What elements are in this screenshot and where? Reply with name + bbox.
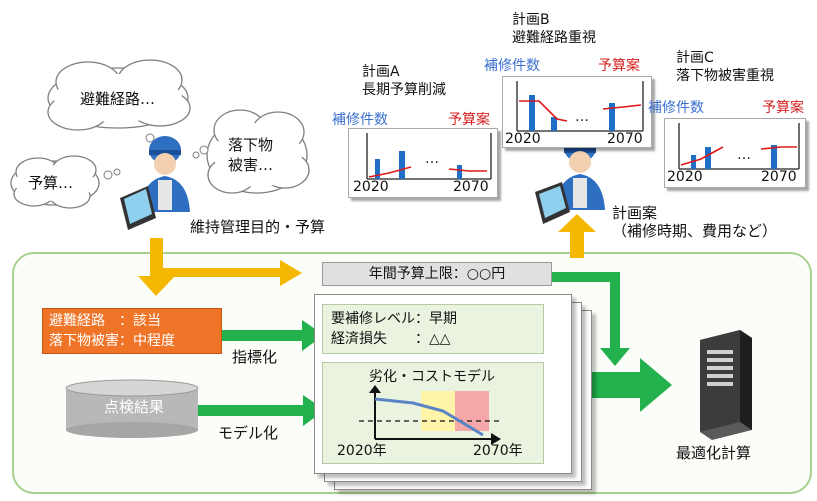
goal-label: 維持管理目的・予算 (190, 218, 326, 236)
svg-text:…: … (425, 151, 439, 167)
model-title: 劣化・コストモデル (369, 369, 495, 385)
svg-text:…: … (737, 147, 751, 163)
plan-c-title: 計画C (676, 50, 714, 66)
indexing-label: 指標化 (232, 348, 278, 366)
plan-b-x-end: 2070 (607, 131, 643, 147)
indicators-box: 避難経路 ：該当 落下物被害：中程度 (42, 308, 222, 354)
plan-c-x-start: 2020 (667, 169, 703, 185)
plan-output-line1: 計画案 (612, 204, 658, 222)
plan-b-budget-label: 予算案 (598, 58, 640, 74)
plan-a-budget-label: 予算案 (448, 112, 490, 128)
plan-a-card: … 2020 2070 (348, 128, 498, 198)
optimization-label: 最適化計算 (676, 444, 752, 462)
plan-c-x-end: 2070 (761, 169, 797, 185)
plan-c-subtitle: 落下物被害重視 (676, 68, 774, 84)
annual-budget-box: 年間予算上限：○○円 (322, 262, 552, 286)
orange-arrow (138, 238, 302, 296)
green-arrows (198, 272, 672, 426)
model-box: 劣化・コストモデル 2020年 2070年 (322, 362, 544, 464)
thought-evac-text: 避難経路… (80, 90, 156, 108)
svg-text:…: … (575, 109, 589, 125)
model-x-start: 2020年 (337, 443, 387, 459)
plan-a-x-start: 2020 (353, 179, 389, 195)
modeling-label: モデル化 (218, 424, 279, 442)
plan-a-x-end: 2070 (453, 179, 489, 195)
plan-c-repair-label: 補修件数 (648, 100, 704, 116)
plan-a-title: 計画A (362, 64, 400, 80)
requirements-row1: 要補修レベル：早期 (331, 311, 457, 327)
plan-b-card: … 2020 2070 (502, 76, 652, 148)
plan-output-line2: （補修時期、費用など） (612, 222, 778, 240)
requirements-box: 要補修レベル：早期 経済損失 ：△△ (322, 304, 544, 354)
inspection-label: 点検結果 (104, 398, 165, 416)
indicators-row2: 落下物被害：中程度 (49, 333, 175, 349)
plan-b-repair-label: 補修件数 (484, 58, 540, 74)
plan-c-card: … 2020 2070 (664, 118, 806, 188)
indicators-row1: 避難経路 ：該当 (49, 313, 161, 329)
plan-c-budget-label: 予算案 (762, 100, 804, 116)
plan-b-subtitle: 避難経路重視 (512, 30, 596, 46)
thought-budget-text: 予算… (28, 174, 74, 192)
thought-falling-text-2: 被害… (228, 156, 274, 174)
server-icon (700, 330, 752, 440)
inspection-cylinder (65, 379, 199, 438)
worker-icon-left (120, 136, 190, 230)
plan-b-title: 計画B (512, 12, 550, 28)
requirements-row2: 経済損失 ：△△ (331, 331, 451, 347)
plan-a-repair-label: 補修件数 (332, 112, 388, 128)
orange-arrow-up (558, 214, 596, 258)
plan-a-subtitle: 長期予算削減 (362, 82, 446, 98)
thought-falling-text-1: 落下物 (228, 136, 274, 154)
plan-b-x-start: 2020 (505, 131, 541, 147)
model-x-end: 2070年 (473, 443, 523, 459)
